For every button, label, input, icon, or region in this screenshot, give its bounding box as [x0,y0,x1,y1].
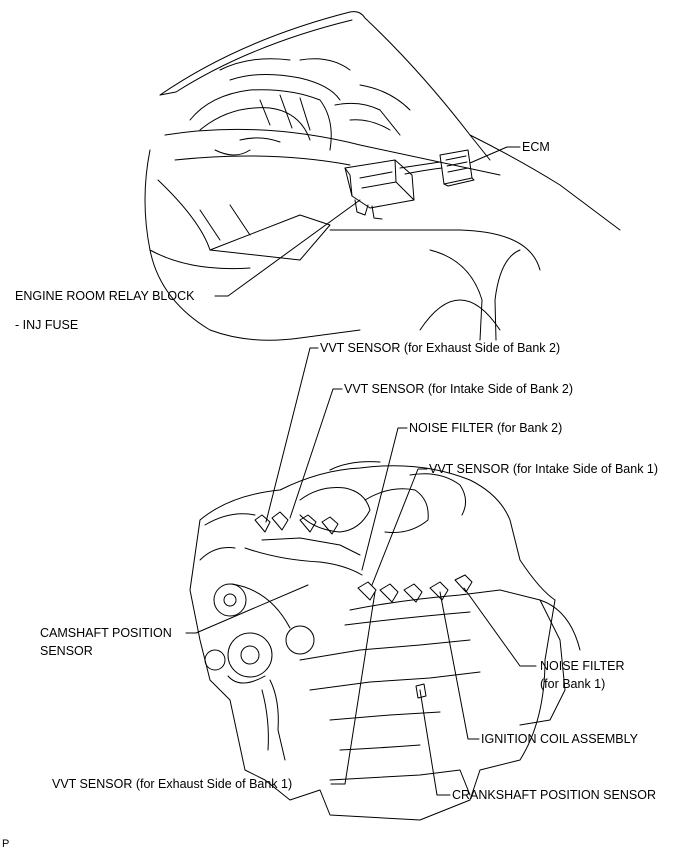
crankshaft-position-sensor-label: CRANKSHAFT POSITION SENSOR [452,788,656,802]
vvt-sensor-exhaust-bank2-label: VVT SENSOR (for Exhaust Side of Bank 2) [320,341,561,355]
inj-fuse-label: - INJ FUSE [15,318,79,332]
ecm-label: ECM [522,140,550,154]
noise-filter-bank1-label: NOISE FILTER (for Bank 1) [540,659,625,692]
engine-illustration [189,461,581,821]
vvt-sensor-intake-bank1-label: VVT SENSOR (for Intake Side of Bank 1) [429,462,659,476]
camshaft-position-sensor-label: CAMSHAFT POSITION SENSOR [40,626,172,659]
camshaft-label-line1: CAMSHAFT POSITION [40,626,172,640]
camshaft-label-line2: SENSOR [40,644,93,658]
noise-filter-bank1-line1: NOISE FILTER [540,659,625,673]
vehicle-front-illustration [144,11,621,341]
leader-lines [185,146,537,796]
noise-filter-bank2-label: NOISE FILTER (for Bank 2) [409,421,563,435]
vvt-sensor-intake-bank2-label: VVT SENSOR (for Intake Side of Bank 2) [344,382,574,396]
ignition-coil-assembly-label: IGNITION COIL ASSEMBLY [481,732,638,746]
vvt-sensor-exhaust-bank1-label: VVT SENSOR (for Exhaust Side of Bank 1) [52,777,293,791]
noise-filter-bank1-line2: (for Bank 1) [540,677,606,691]
engine-room-relay-block-label: ENGINE ROOM RELAY BLOCK [15,289,195,303]
corner-mark: P [2,838,10,850]
